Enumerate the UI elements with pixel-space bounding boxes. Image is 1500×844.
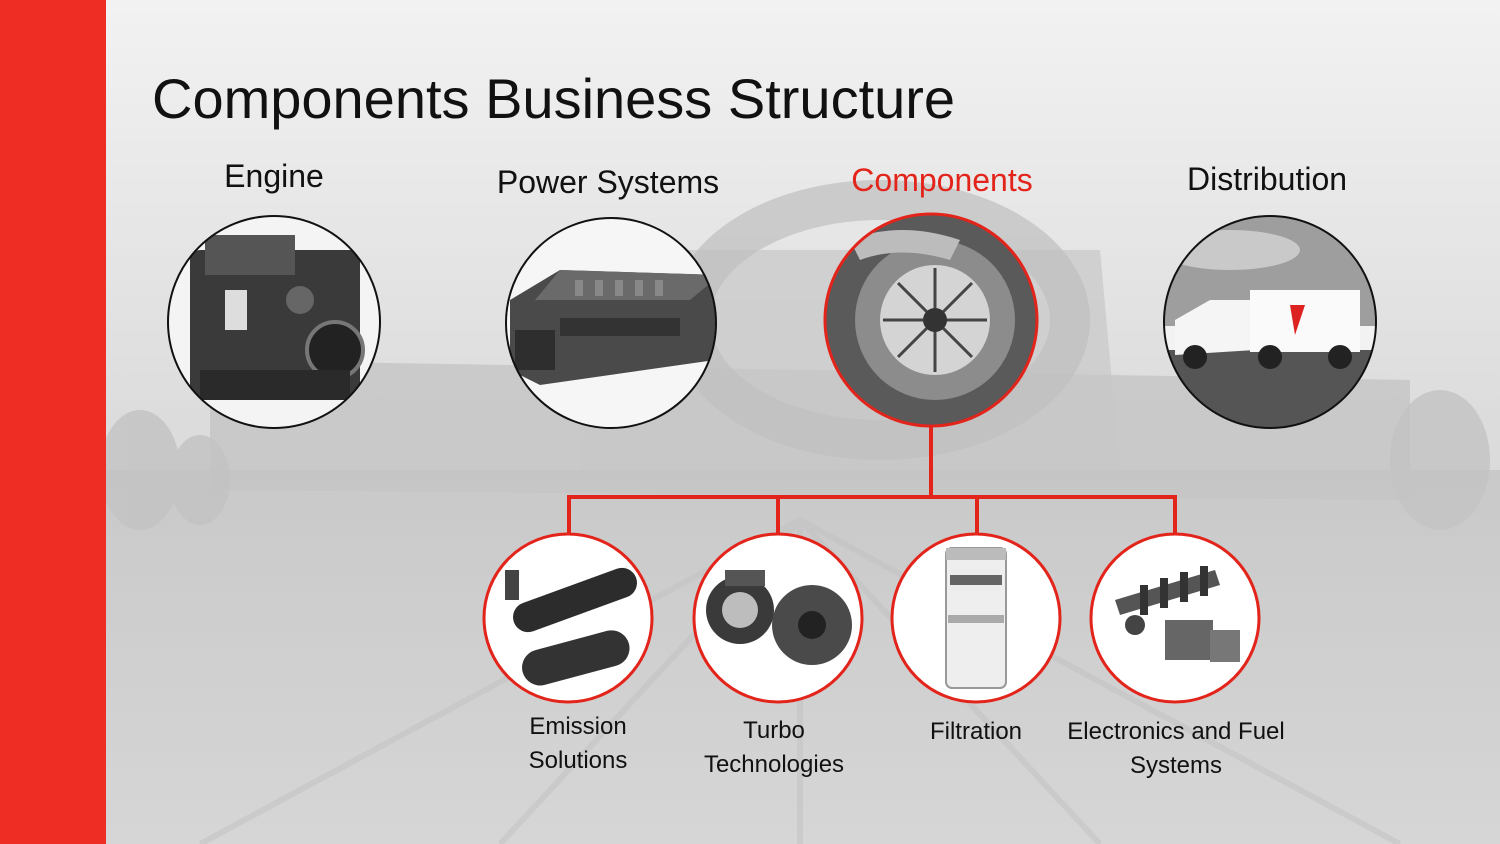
subunit-label-turbo-technologies: Turbo Technologies	[704, 714, 844, 782]
subunit-label-line2: Technologies	[703, 751, 845, 778]
service-truck-photo-icon	[1163, 215, 1377, 429]
generator-set-photo-icon	[505, 217, 717, 429]
subunit-label-line1: Emission	[529, 713, 627, 740]
turbocharger-cutaway-photo-icon	[823, 212, 1039, 428]
subunit-label-line2: Solutions	[528, 747, 628, 774]
category-label-power-systems: Power Systems	[496, 164, 720, 200]
subunit-label-emission-solutions: Emission Solutions	[529, 710, 628, 778]
subunit-label-line2: Systems	[1129, 752, 1223, 779]
subunit-label-electronics-fuel-systems: Electronics and Fuel Systems	[1067, 715, 1284, 783]
accent-bar	[0, 0, 106, 844]
category-label-engine: Engine	[224, 158, 324, 194]
category-label-components: Components	[851, 162, 1033, 198]
subunit-label-filtration: Filtration	[930, 715, 1022, 749]
subunit-label-line1: Filtration	[929, 718, 1023, 745]
subunit-label-line1: Electronics and Fuel	[1067, 718, 1285, 745]
turbocharger-photo-icon	[692, 532, 864, 704]
fuel-injection-electronics-photo-icon	[1089, 532, 1261, 704]
oil-filter-photo-icon	[890, 532, 1062, 704]
diesel-engine-photo-icon	[167, 215, 381, 429]
exhaust-aftertreatment-photo-icon	[482, 532, 654, 704]
slide-title: Components Business Structure	[152, 67, 956, 130]
subunit-label-line1: Turbo	[743, 717, 805, 744]
connector-lines	[567, 426, 1177, 535]
category-label-distribution: Distribution	[1186, 161, 1348, 197]
